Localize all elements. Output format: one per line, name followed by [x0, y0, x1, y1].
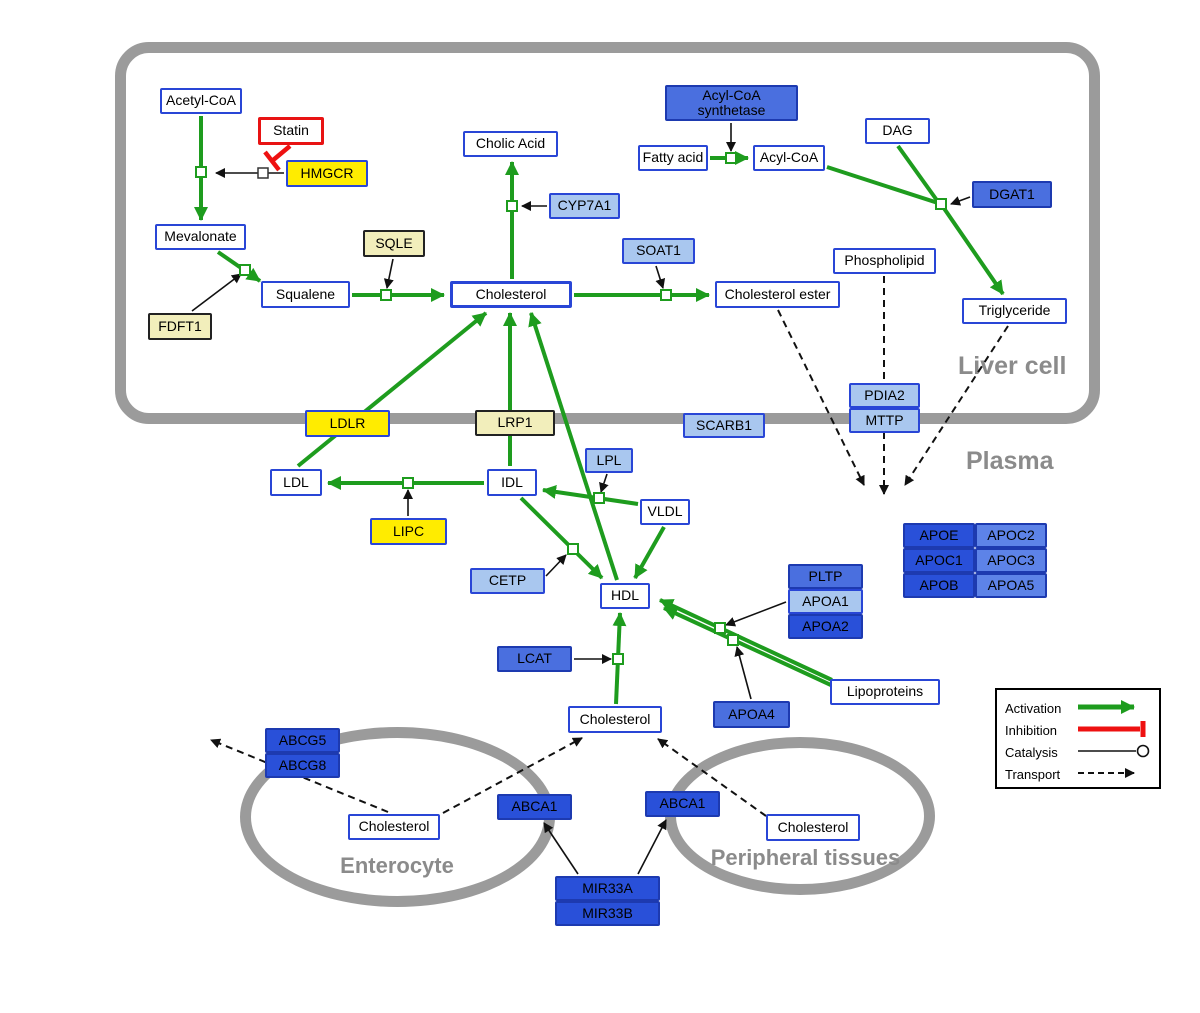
- node-soat1[interactable]: SOAT1: [622, 238, 695, 264]
- node-acyl-coa[interactable]: Acyl-CoA: [753, 145, 825, 171]
- node-cetp[interactable]: CETP: [470, 568, 545, 594]
- node-hmgcr[interactable]: HMGCR: [286, 160, 368, 187]
- peripheral-tissues-label: Peripheral tissues: [710, 845, 901, 870]
- node-pltp[interactable]: PLTP: [788, 564, 863, 589]
- node-apoa5[interactable]: APOA5: [975, 573, 1047, 598]
- node-apoa2[interactable]: APOA2: [788, 614, 863, 639]
- node-lcat[interactable]: LCAT: [497, 646, 572, 672]
- node-vldl[interactable]: VLDL: [640, 499, 690, 525]
- node-abcg8[interactable]: ABCG8: [265, 753, 340, 778]
- node-apoa1[interactable]: APOA1: [788, 589, 863, 614]
- node-scarb1[interactable]: SCARB1: [683, 413, 765, 438]
- legend-transport-label: Transport: [1005, 767, 1061, 782]
- node-idl[interactable]: IDL: [487, 469, 537, 496]
- node-apoc1[interactable]: APOC1: [903, 548, 975, 573]
- node-apoa4[interactable]: APOA4: [713, 701, 790, 728]
- node-acyl-coa-synthetase[interactable]: Acyl-CoA synthetase: [665, 85, 798, 121]
- node-apoc2[interactable]: APOC2: [975, 523, 1047, 548]
- node-abca1-peripheral[interactable]: ABCA1: [645, 791, 720, 817]
- node-squalene[interactable]: Squalene: [261, 281, 350, 308]
- node-abca1-enterocyte[interactable]: ABCA1: [497, 794, 572, 820]
- node-fdft1[interactable]: FDFT1: [148, 313, 212, 340]
- node-lipc[interactable]: LIPC: [370, 518, 447, 545]
- node-triglyceride[interactable]: Triglyceride: [962, 298, 1067, 324]
- node-cholesterol-ester[interactable]: Cholesterol ester: [715, 281, 840, 308]
- legend-box: Activation Inhibition Catalysis Transpor…: [995, 688, 1161, 789]
- node-cholesterol-plasma[interactable]: Cholesterol: [568, 706, 662, 733]
- node-apoe[interactable]: APOE: [903, 523, 975, 548]
- node-cholesterol-enterocyte[interactable]: Cholesterol: [348, 814, 440, 840]
- node-dag[interactable]: DAG: [865, 118, 930, 144]
- node-lrp1[interactable]: LRP1: [475, 410, 555, 436]
- node-abcg5[interactable]: ABCG5: [265, 728, 340, 753]
- node-lipoproteins[interactable]: Lipoproteins: [830, 679, 940, 705]
- legend-catalysis-label: Catalysis: [1005, 745, 1058, 760]
- enterocyte-label: Enterocyte: [340, 853, 454, 878]
- legend-activation-label: Activation: [1005, 701, 1062, 716]
- node-phospholipid[interactable]: Phospholipid: [833, 248, 936, 274]
- node-mir33b[interactable]: MIR33B: [555, 901, 660, 926]
- node-hdl[interactable]: HDL: [600, 583, 650, 609]
- node-pdia2[interactable]: PDIA2: [849, 383, 920, 408]
- legend-inhibition-label: Inhibition: [1005, 723, 1058, 738]
- node-mevalonate[interactable]: Mevalonate: [155, 224, 246, 250]
- node-apob[interactable]: APOB: [903, 573, 975, 598]
- node-ldl[interactable]: LDL: [270, 469, 322, 496]
- node-cholesterol-peripheral[interactable]: Cholesterol: [766, 814, 860, 841]
- node-dgat1[interactable]: DGAT1: [972, 181, 1052, 208]
- node-fatty-acid[interactable]: Fatty acid: [638, 145, 708, 171]
- node-mttp[interactable]: MTTP: [849, 408, 920, 433]
- node-cholesterol-liver[interactable]: Cholesterol: [450, 281, 572, 308]
- node-mir33a[interactable]: MIR33A: [555, 876, 660, 901]
- node-cholic-acid[interactable]: Cholic Acid: [463, 131, 558, 157]
- liver-cell-label: Liver cell: [958, 352, 1067, 380]
- node-ldlr[interactable]: LDLR: [305, 410, 390, 437]
- node-sqle[interactable]: SQLE: [363, 230, 425, 257]
- node-lpl[interactable]: LPL: [585, 448, 633, 473]
- node-statin[interactable]: Statin: [258, 117, 324, 145]
- node-cyp7a1[interactable]: CYP7A1: [549, 193, 620, 219]
- plasma-label: Plasma: [966, 447, 1054, 475]
- liver-cell-membrane: [115, 42, 1100, 424]
- node-apoc3[interactable]: APOC3: [975, 548, 1047, 573]
- node-acetyl-coa[interactable]: Acetyl-CoA: [160, 88, 242, 114]
